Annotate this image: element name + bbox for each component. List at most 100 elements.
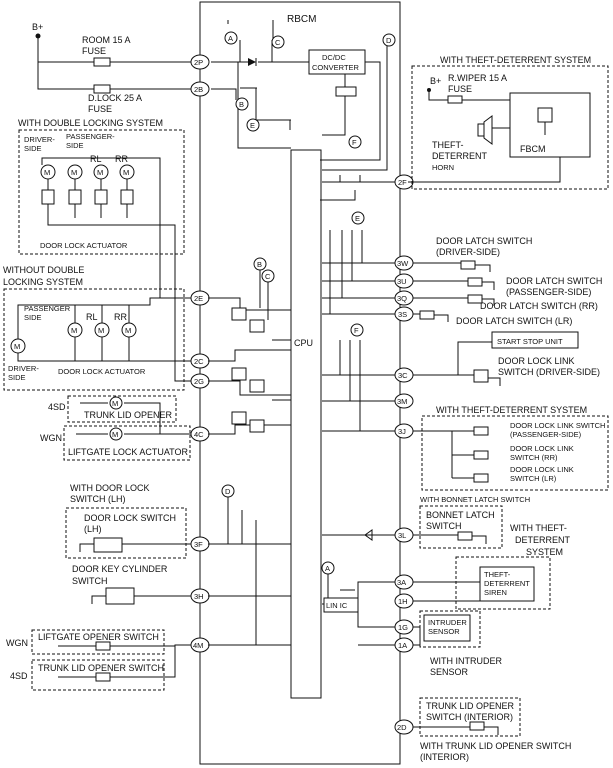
pin-2G-label: 2G (194, 377, 204, 386)
relay-contact (231, 367, 247, 381)
passenger-side-label-1: PASSENGER- (66, 132, 115, 141)
double-locking-frame (18, 129, 185, 255)
rwiper-fuse (447, 95, 463, 104)
pin-2B-label: 2B (194, 85, 203, 94)
horn-cone-icon (483, 115, 493, 145)
double-locking-motors: M M M M (40, 164, 135, 205)
trunk-lid-opener-label: TRUNK LID OPENER (84, 410, 173, 420)
room-fuse-label-2: FUSE (82, 46, 106, 56)
relay-contact (231, 307, 247, 321)
dcdc-label-2: CONVERTER (312, 63, 360, 72)
link-driver-label-1: DOOR LOCK LINK (498, 356, 575, 366)
door-lock-switch-label-1: DOOR LOCK SWITCH (84, 513, 176, 523)
pin-3Q-label: 3Q (397, 294, 407, 303)
latch-driver-label-2: (DRIVER-SIDE) (436, 247, 500, 257)
room-fuse-label-1: ROOM 15 A (82, 35, 131, 45)
fbcm-block (509, 92, 591, 158)
dcdc-label-1: DC/DC (322, 53, 346, 62)
bonnet-latch-group: WITH BONNET LATCH SWITCH BONNET LATCH SW… (322, 495, 571, 557)
link-passenger-label-2: (PASSENGER-SIDE) (510, 430, 582, 439)
theft-side-label-2: DETERRENT (515, 535, 571, 545)
link-theft-title: WITH THEFT-DETERRENT SYSTEM (436, 405, 587, 415)
bonnet-switch-icon (457, 531, 473, 541)
actuator-switch (94, 189, 108, 205)
motor-m: M (112, 399, 118, 408)
link-switches: START STOP UNIT DOOR LOCK LINK SWITCH (D… (322, 331, 609, 491)
rwiper-fuse-label-2: FUSE (448, 84, 472, 94)
intruder-box (423, 614, 471, 642)
double-locking-group: WITH DOUBLE LOCKING SYSTEM DRIVER- SIDE … (18, 118, 185, 298)
trunk-interior-frame (419, 697, 521, 737)
marker-d2-label: D (225, 487, 231, 496)
siren-label-1: THEFT- (484, 570, 511, 579)
motor-m: M (14, 342, 20, 351)
pin-3H-label: 3H (194, 592, 204, 601)
dlock-fuse (93, 84, 111, 94)
link-passenger-switch-icon (473, 426, 489, 436)
door-latch-switches: DOOR LATCH SWITCH (DRIVER-SIDE) DOOR LAT… (322, 230, 602, 326)
motor-m: M (125, 326, 131, 335)
theft-deterrent-horn-block: WITH THEFT-DETERRENT SYSTEM B+ R.WIPER 1… (408, 55, 609, 190)
key-cylinder-switch-icon (105, 587, 135, 605)
marker-d (382, 33, 396, 47)
fbcm-relay (537, 107, 553, 123)
with-bonnet-label: WITH BONNET LATCH SWITCH (420, 495, 530, 504)
theft-block-frame (411, 65, 609, 190)
horn-label-3: HORN (432, 163, 454, 172)
driver-label-1: DRIVER- (8, 364, 39, 373)
bonnet-frame (419, 505, 503, 549)
marker-d-label: D (386, 36, 392, 45)
marker-f2 (350, 323, 364, 337)
sd4-2-label: 4SD (10, 671, 28, 681)
room-fuse (93, 57, 111, 67)
marker-e2 (351, 211, 365, 225)
marker-a (224, 31, 238, 45)
marker-a-label: A (228, 34, 233, 43)
motor-m: M (98, 326, 104, 335)
theft-b-plus: B+ (430, 76, 441, 86)
trunk-opener-frame (67, 395, 177, 423)
link-lr-switch-icon (473, 473, 489, 483)
start-stop-unit (491, 331, 579, 349)
actuator-switch (68, 189, 82, 205)
link-lr-label-1: DOOR LOCK LINK (510, 465, 574, 474)
with-door-lock-label-2: SWITCH (LH) (70, 494, 126, 504)
rwiper-fuse-label-1: R.WIPER 15 A (448, 73, 507, 83)
motor-m: M (112, 430, 118, 439)
sd4-label: 4SD (48, 402, 66, 412)
motor-m: M (97, 168, 103, 177)
passenger-label-2: SIDE (24, 313, 42, 322)
pin-3C-label: 3C (398, 371, 408, 380)
theft-side-label-1: WITH THEFT- (510, 523, 567, 533)
relay-contact (231, 411, 247, 425)
no-double-locking-group: WITHOUT DOUBLE LOCKING SYSTEM PASSENGER … (3, 265, 191, 391)
rr-label: RR (115, 154, 128, 164)
marker-a2-label: A (325, 564, 330, 573)
rr-label-2: RR (114, 312, 127, 322)
pin-4C-label: 4C (194, 430, 204, 439)
left-pins: 2P 2B 2E 2C 2G 4C 3F 3H 4M (190, 54, 210, 653)
door-lock-switch-group: WITH DOOR LOCK SWITCH (LH) DOOR LOCK SWI… (65, 483, 191, 605)
link-passenger-label-1: DOOR LOCK LINK SWITCH (510, 421, 605, 430)
liftgate-actuator-frame (63, 425, 191, 461)
fbcm-label: FBCM (520, 144, 546, 154)
key-cylinder-label-1: DOOR KEY CYLINDER (72, 564, 168, 574)
pin-2D-label: 2D (397, 723, 407, 732)
rbcm-title: RBCM (287, 14, 316, 25)
liftgate-actuator-label: LIFTGATE LOCK ACTUATOR (68, 447, 189, 457)
pin-2C-label: 2C (194, 357, 204, 366)
link-theft-frame (421, 415, 609, 491)
wgn2-label: WGN (6, 638, 28, 648)
marker-f (348, 135, 362, 149)
rl-label-2: RL (86, 312, 98, 322)
motor-m: M (71, 326, 77, 335)
trunk-switch-frame (31, 659, 165, 691)
link-driver-switch-icon (473, 369, 489, 383)
link-driver-label-2: SWITCH (DRIVER-SIDE) (498, 367, 600, 377)
intruder-frame (419, 610, 481, 648)
siren-frame (455, 556, 551, 610)
pin-3S-label: 3S (398, 310, 407, 319)
power-supply: B+ ROOM 15 A FUSE D.LOCK 25 A FUSE (32, 22, 191, 114)
trunk-interior-label-1: TRUNK LID OPENER (426, 701, 515, 711)
pin-3J-label: 3J (398, 427, 406, 436)
